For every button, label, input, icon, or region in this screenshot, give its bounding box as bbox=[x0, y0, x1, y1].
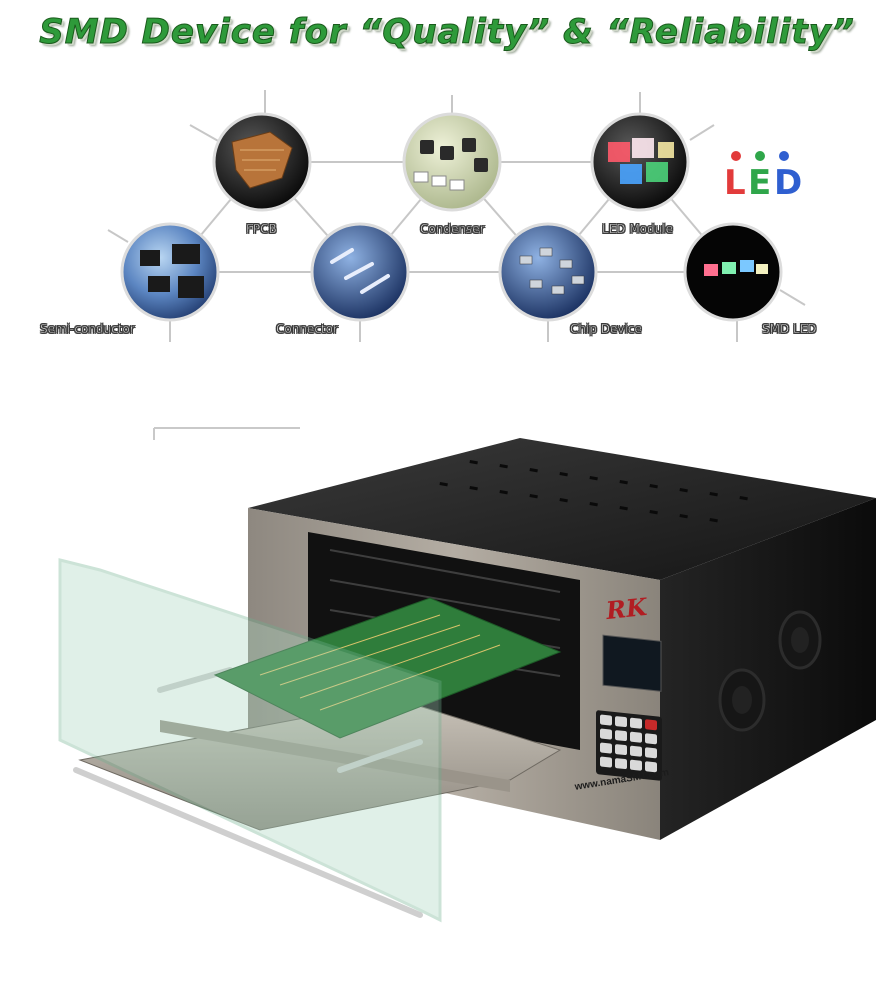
fan-icon bbox=[718, 668, 766, 732]
decorative-line bbox=[153, 427, 300, 440]
fpcb-icon bbox=[212, 112, 312, 212]
connector-icon bbox=[310, 222, 410, 322]
fan-icon bbox=[778, 610, 822, 670]
node-label-connector: Connector bbox=[276, 322, 338, 337]
led-logo: L E D bbox=[722, 150, 802, 203]
svg-text:L: L bbox=[724, 163, 746, 200]
brand-logo: RK bbox=[604, 591, 649, 626]
semiconductor-icon bbox=[120, 222, 220, 322]
diagram-connectors bbox=[107, 90, 806, 342]
svg-text:E: E bbox=[748, 163, 771, 200]
node-label-fpcb: FPCB bbox=[246, 222, 277, 237]
node-label-smd-led: SMD LED bbox=[762, 322, 817, 337]
component-diagram: FPCB Condenser LED Module Semi-conductor… bbox=[0, 80, 894, 370]
page-title: SMD Device for “Quality” & “Reliability” bbox=[39, 12, 855, 53]
smd-led-icon bbox=[683, 222, 783, 322]
chip-device-icon bbox=[498, 222, 598, 322]
led-module-icon bbox=[590, 112, 690, 212]
keypad bbox=[596, 710, 662, 781]
led-logo-graphic: L E D bbox=[724, 151, 802, 203]
node-label-semiconductor: Semi-conductor bbox=[40, 322, 135, 337]
node-label-condenser: Condenser bbox=[420, 222, 485, 237]
display-screen bbox=[602, 634, 662, 692]
condenser-icon bbox=[402, 112, 502, 212]
node-label-led-module: LED Module bbox=[602, 222, 673, 237]
reflow-oven-machine bbox=[40, 420, 880, 940]
pcb-board bbox=[213, 597, 562, 739]
machine-graphic bbox=[58, 438, 876, 923]
svg-text:D: D bbox=[774, 163, 802, 200]
node-label-chip-device: Chip Device bbox=[570, 322, 642, 337]
